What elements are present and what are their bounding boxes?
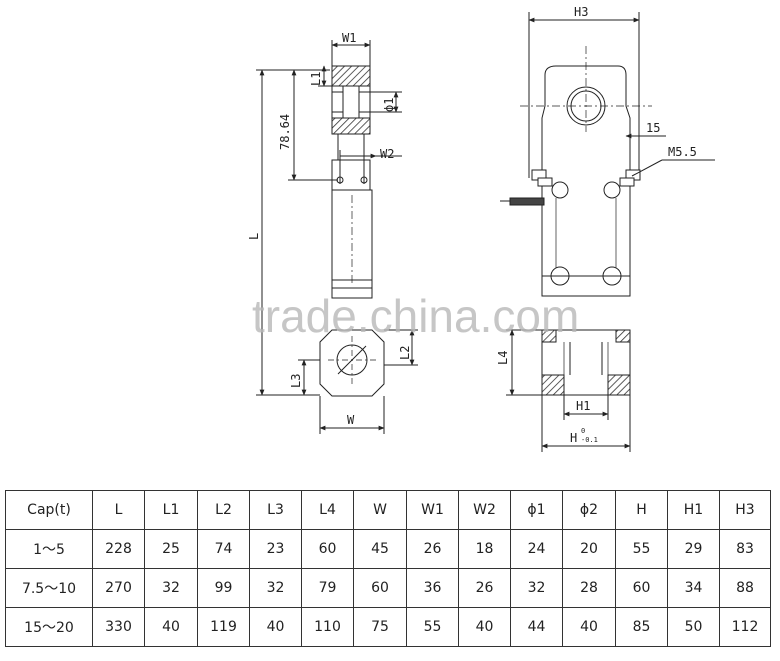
table-header-cell: L2 <box>197 490 250 530</box>
table-cell: 32 <box>510 568 563 608</box>
table-header-cell: L4 <box>301 490 354 530</box>
dim-l1-label: L1 <box>309 72 323 86</box>
table-cell: 1～5 <box>5 529 93 569</box>
table-header-cell: L <box>92 490 145 530</box>
table-header-cell: W1 <box>406 490 459 530</box>
technical-drawing: W1 L1 ϕ1 78.64 W2 L L2 L3 W H3 15 M5.5 L… <box>247 5 715 452</box>
table-cell: 32 <box>144 568 198 608</box>
table-cell: 28 <box>562 568 616 608</box>
table-cell: 26 <box>458 568 511 608</box>
table-cell: 29 <box>667 529 720 569</box>
table-header-cell: Cap(t) <box>5 490 93 530</box>
table-cell: 60 <box>615 568 668 608</box>
table-cell: 15～20 <box>5 607 93 647</box>
table-cell: 25 <box>144 529 198 569</box>
table-cell: 112 <box>719 607 771 647</box>
table-cell: 83 <box>719 529 771 569</box>
table-cell: 75 <box>353 607 407 647</box>
watermark: trade.china.com <box>252 290 579 342</box>
table-cell: 36 <box>406 568 459 608</box>
dim-w2-label: W2 <box>380 147 394 161</box>
table-cell: 55 <box>406 607 459 647</box>
dim-w-label: W <box>347 413 355 427</box>
table-header-cell: ϕ2 <box>562 490 616 530</box>
dim-15-label: 15 <box>646 121 660 135</box>
dim-7864-label: 78.64 <box>278 114 292 150</box>
table-cell: 228 <box>92 529 145 569</box>
table-cell: 60 <box>353 568 407 608</box>
table-header-cell: W <box>353 490 407 530</box>
table-cell: 110 <box>301 607 354 647</box>
side-view <box>256 40 418 434</box>
table-cell: 44 <box>510 607 563 647</box>
dim-l4-label: L4 <box>496 351 510 365</box>
table-cell: 330 <box>92 607 145 647</box>
table-cell: 34 <box>667 568 720 608</box>
table-header-cell: H3 <box>719 490 771 530</box>
table-cell: 119 <box>197 607 250 647</box>
table-cell: 7.5～10 <box>5 568 93 608</box>
table-cell: 99 <box>197 568 250 608</box>
dim-m55-label: M5.5 <box>668 145 697 159</box>
table-cell: 45 <box>353 529 407 569</box>
front-view <box>500 12 715 452</box>
table-cell: 40 <box>562 607 616 647</box>
table-header-cell: W2 <box>458 490 511 530</box>
table-header-cell: ϕ1 <box>510 490 563 530</box>
table-cell: 85 <box>615 607 668 647</box>
table-cell: 40 <box>249 607 302 647</box>
dim-h-label: H <box>570 431 577 445</box>
dim-phi1-label: ϕ1 <box>382 98 396 112</box>
table-cell: 79 <box>301 568 354 608</box>
table-cell: 55 <box>615 529 668 569</box>
dim-h-tolerance-lower: -0.1 <box>581 436 598 444</box>
table-cell: 270 <box>92 568 145 608</box>
table-cell: 88 <box>719 568 771 608</box>
dim-w1-label: W1 <box>342 31 356 45</box>
dim-h-tolerance-upper: 0 <box>581 427 585 435</box>
table-cell: 20 <box>562 529 616 569</box>
table-header-cell: L1 <box>144 490 198 530</box>
table-cell: 50 <box>667 607 720 647</box>
table-header-cell: L3 <box>249 490 302 530</box>
dim-l2-label: L2 <box>398 346 412 360</box>
table-cell: 40 <box>144 607 198 647</box>
table-cell: 60 <box>301 529 354 569</box>
dim-h3-label: H3 <box>574 5 588 19</box>
dim-h1-label: H1 <box>576 399 590 413</box>
table-cell: 40 <box>458 607 511 647</box>
table-cell: 32 <box>249 568 302 608</box>
dim-l3-label: L3 <box>289 374 303 388</box>
table-header-cell: H <box>615 490 668 530</box>
table-cell: 74 <box>197 529 250 569</box>
table-header-cell: H1 <box>667 490 720 530</box>
table-cell: 26 <box>406 529 459 569</box>
table-cell: 18 <box>458 529 511 569</box>
dim-l-label: L <box>247 233 261 240</box>
table-cell: 23 <box>249 529 302 569</box>
table-cell: 24 <box>510 529 563 569</box>
